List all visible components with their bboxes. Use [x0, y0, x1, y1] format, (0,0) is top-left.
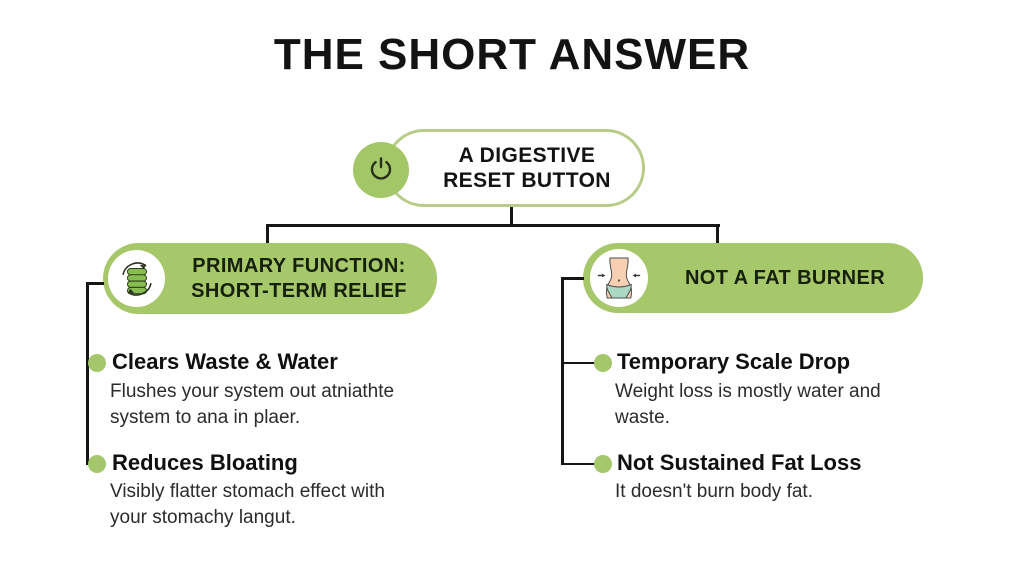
connector-horizontal	[266, 224, 720, 227]
right-bracket-tick-1	[561, 361, 597, 364]
right-item-1-heading: Temporary Scale Drop	[617, 349, 851, 374]
waist-icon	[590, 249, 648, 307]
left-item-1-body-line2: system to ana in plaer.	[110, 406, 301, 428]
right-bracket-vertical	[561, 277, 564, 465]
left-branch-header-label: PRIMARY FUNCTION: SHORT-TERM RELIEF	[167, 243, 431, 314]
left-item-1-body: Flushes your system out atniathte system…	[110, 379, 394, 430]
right-item-2-body: It doesn't burn body fat.	[615, 479, 813, 505]
right-branch-header-label: NOT A FAT BURNER	[653, 243, 917, 313]
right-item-2-body-line1: It doesn't burn body fat.	[615, 481, 813, 502]
left-item-1-body-line1: Flushes your system out atniathte	[110, 381, 395, 402]
right-bracket-stub	[561, 277, 584, 280]
bullet-dot	[88, 455, 106, 473]
right-item-1-body: Weight loss is mostly water and waste.	[615, 379, 881, 430]
right-item-1-body-line2: waste.	[615, 406, 670, 428]
right-bracket-tick-2	[561, 462, 597, 465]
left-bracket-vertical	[86, 282, 89, 465]
left-header-line2: SHORT-TERM RELIEF	[191, 279, 407, 302]
left-item-1-heading: Clears Waste & Water	[112, 349, 338, 374]
right-header-line1: NOT A FAT BURNER	[684, 266, 886, 289]
right-branch-header: NOT A FAT BURNER	[583, 243, 923, 313]
bullet-dot	[594, 455, 612, 473]
root-node: A DIGESTIVE RESET BUTTON	[385, 129, 645, 207]
intestines-icon	[108, 250, 165, 307]
right-item-2-heading: Not Sustained Fat Loss	[617, 450, 862, 475]
left-item-2-body-line1: Visibly flatter stomach effect with	[110, 481, 385, 502]
bullet-dot	[88, 354, 106, 372]
left-header-line1: PRIMARY FUNCTION:	[192, 255, 406, 277]
root-label-line2: RESET BUTTON	[443, 169, 611, 192]
bullet-dot	[594, 354, 612, 372]
left-branch-header: PRIMARY FUNCTION: SHORT-TERM RELIEF	[103, 243, 437, 314]
left-bracket-stub	[86, 282, 104, 285]
page-title: THE SHORT ANSWER	[273, 30, 751, 79]
root-node-label: A DIGESTIVE RESET BUTTON	[443, 143, 611, 193]
power-icon	[353, 142, 409, 198]
left-item-2-body: Visibly flatter stomach effect with your…	[110, 479, 385, 530]
left-item-2-body-line2: your stomachy langut.	[110, 506, 296, 528]
connector-root-vertical	[510, 206, 513, 226]
root-label-line1: A DIGESTIVE	[458, 144, 596, 167]
left-item-2-heading: Reduces Bloating	[112, 450, 298, 475]
connector-right-vertical	[716, 224, 719, 245]
connector-left-vertical	[266, 224, 269, 245]
right-item-1-body-line1: Weight loss is mostly water and	[615, 381, 881, 402]
